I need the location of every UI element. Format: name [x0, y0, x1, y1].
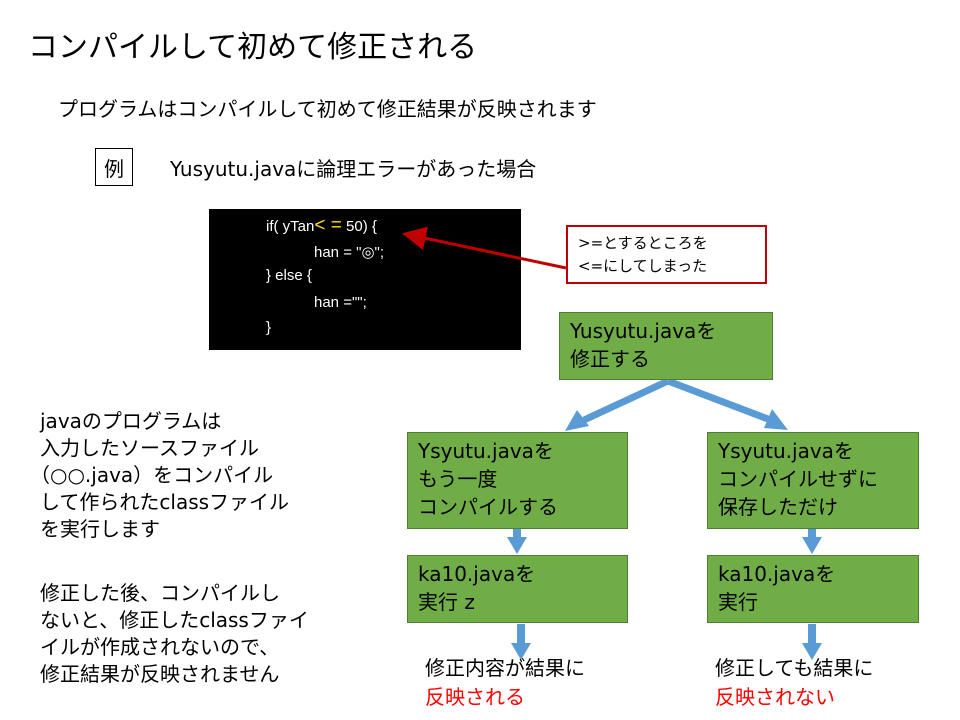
explanation-2-line-1: 修正した後、コンパイルし	[40, 581, 280, 605]
run-right-box: ka10.javaを 実行	[707, 555, 919, 623]
run-left-line-1: ka10.javaを	[418, 562, 536, 586]
down-arrow-left-1-head	[507, 537, 527, 554]
code-snippet: if( yTan< = 50) { han = "◎"; } else { ha…	[209, 209, 521, 350]
down-arrow-left-2-head	[511, 643, 531, 660]
split-arrow-left-head	[565, 410, 589, 431]
explanation-2-line-3: イルが作成されないので、	[40, 635, 280, 659]
explanation-1-line-1: javaのプログラムは	[40, 409, 222, 433]
code-line-1: if( yTan< = 50) {	[266, 215, 377, 237]
error-callout: >=とするところを <=にしてしまった	[566, 225, 767, 284]
result-not-reflected-line-1: 修正しても結果に	[715, 656, 874, 680]
recompile-box: Ysyutu.javaを もう一度 コンパイルする	[407, 432, 628, 529]
explanation-2-line-2: ないと、修正したclassファイ	[40, 608, 309, 632]
save-only-line-1: Ysyutu.javaを	[718, 439, 854, 463]
explanation-1-line-2: 入力したソースファイル	[40, 436, 259, 460]
save-only-box: Ysyutu.javaを コンパイルせずに 保存しただけ	[707, 432, 919, 529]
page-subtitle: プログラムはコンパイルして初めて修正結果が反映されます	[58, 97, 597, 121]
result-reflected: 修正内容が結果に 反映される	[425, 654, 585, 712]
page-title: コンパイルして初めて修正される	[28, 30, 478, 65]
callout-line-2: <=にしてしまった	[578, 257, 708, 275]
explanation-paragraph-2: 修正した後、コンパイルし ないと、修正したclassファイ イルが作成されないの…	[40, 580, 309, 688]
down-arrow-right-2-head	[802, 643, 822, 660]
explanation-1-line-3: （○○.java）をコンパイル	[30, 463, 274, 487]
code-operator: < =	[314, 215, 342, 236]
recompile-line-3: コンパイルする	[418, 495, 558, 519]
split-arrow-right-shaft	[666, 377, 770, 423]
split-arrow-left-shaft	[582, 377, 670, 424]
down-arrow-left-2-shaft	[517, 624, 525, 645]
explanation-2-line-4: 修正結果が反映されません	[40, 662, 280, 686]
result-reflected-line-1: 修正内容が結果に	[425, 656, 585, 680]
callout-pointer-arrow	[402, 226, 567, 270]
code-line-1-end: 50) {	[341, 218, 377, 235]
result-reflected-line-2: 反映される	[425, 685, 525, 709]
fix-source-line-2: 修正する	[570, 347, 650, 371]
code-line-3: } else {	[266, 267, 312, 284]
run-right-line-2: 実行	[718, 590, 758, 614]
recompile-line-2: もう一度	[418, 467, 498, 491]
save-only-line-3: 保存しただけ	[718, 495, 838, 519]
code-line-1-start: if( yTan	[266, 218, 315, 235]
code-line-2: han = "◎";	[314, 244, 385, 261]
explanation-1-line-5: を実行します	[40, 517, 160, 541]
run-left-box: ka10.javaを 実行 z	[407, 555, 628, 623]
example-description: Yusyutu.javaに論理エラーがあった場合	[170, 157, 537, 181]
example-label-box: 例	[95, 148, 133, 186]
fix-source-box: Yusyutu.javaを 修正する	[559, 312, 773, 380]
run-right-line-1: ka10.javaを	[718, 562, 836, 586]
callout-line-1: >=とするところを	[578, 234, 708, 252]
example-label: 例	[104, 156, 124, 181]
split-arrow-right-head	[764, 409, 788, 430]
save-only-line-2: コンパイルせずに	[718, 467, 878, 491]
explanation-1-line-4: して作られたclassファイル	[40, 490, 290, 514]
explanation-paragraph-1: javaのプログラムは 入力したソースファイル （○○.java）をコンパイル …	[30, 408, 290, 543]
code-line-4: han ="";	[314, 294, 367, 311]
result-not-reflected-line-2: 反映されない	[715, 685, 835, 709]
code-line-5: }	[266, 319, 272, 336]
fix-source-line-1: Yusyutu.javaを	[570, 319, 717, 343]
recompile-line-1: Ysyutu.javaを	[418, 439, 554, 463]
run-left-line-2: 実行 z	[418, 590, 475, 614]
result-not-reflected: 修正しても結果に 反映されない	[715, 654, 873, 712]
down-arrow-right-1-head	[802, 537, 822, 554]
down-arrow-right-2-shaft	[808, 624, 816, 645]
